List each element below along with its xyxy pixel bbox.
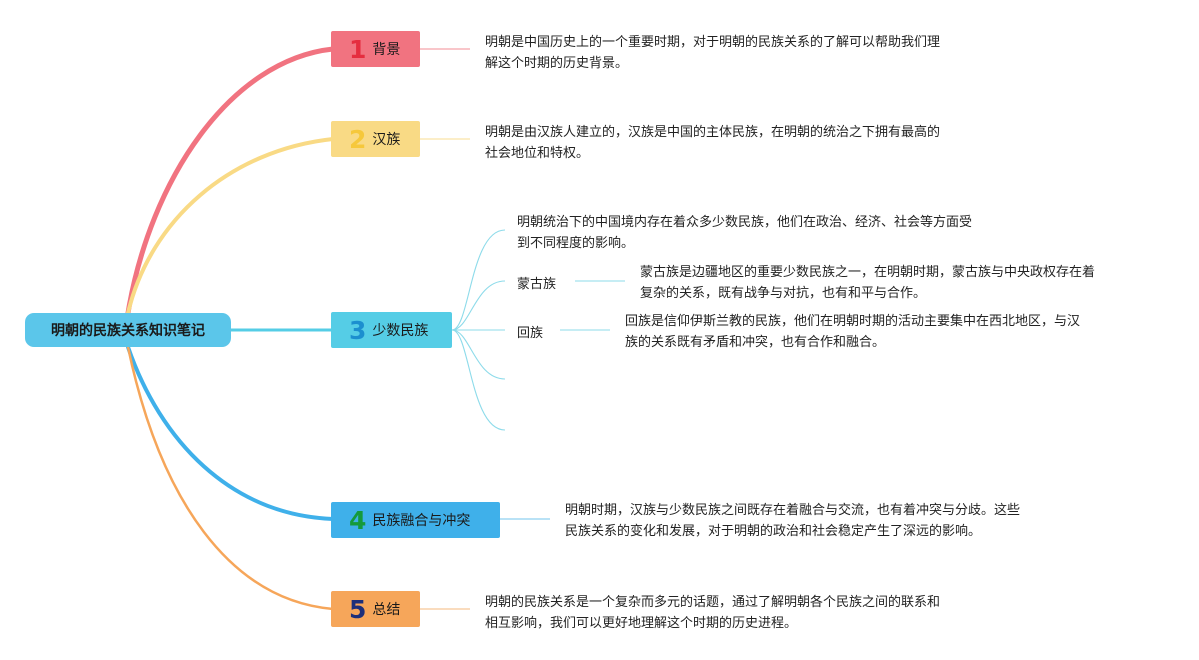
branch-5-line (126, 345, 335, 611)
topic-4-fusion-conflict[interactable]: 4 民族融合与冲突 (331, 502, 500, 538)
subtopic-hui-note: 回族是信仰伊斯兰教的民族，他们在明朝时期的活动主要集中在西北地区，与汉 族的关系… (625, 314, 1081, 350)
topic-2-note: 明朝是由汉族人建立的，汉族是中国的主体民族，在明朝的统治之下拥有最高的 社会地位… (485, 125, 941, 161)
subtopic-mongol-note: 蒙古族是边疆地区的重要少数民族之一，在明朝时期，蒙古族与中央政权存在着 复杂的关… (640, 265, 1096, 301)
root-topic[interactable]: 明朝的民族关系知识笔记 (25, 313, 231, 347)
subtopic-hui-label: 回族 (517, 326, 544, 341)
sub-fan-line-2 (451, 280, 506, 331)
topic-4-note: 明朝时期，汉族与少数民族之间既存在着融合与交流，也有着冲突与分歧。这些 民族关系… (565, 503, 1021, 539)
topic-3-note: 明朝统治下的中国境内存在着众多少数民族，他们在政治、经济、社会等方面受 到不同程… (517, 215, 973, 251)
topic-1-label: 背景 (372, 42, 401, 58)
root-title: 明朝的民族关系知识笔记 (51, 323, 205, 339)
branch-1-line (125, 46, 336, 316)
topic-3-minorities[interactable]: 3 少数民族 (331, 312, 452, 348)
topic-1-note: 明朝是中国历史上的一个重要时期，对于明朝的民族关系的了解可以帮助我们理 解这个时… (485, 35, 941, 71)
branch-2-line (126, 137, 335, 315)
topic-5-number: 5 (349, 594, 367, 624)
topic-2-label: 汉族 (372, 132, 401, 148)
topic-2-han[interactable]: 2 汉族 (331, 121, 420, 157)
topic-4-number: 4 (349, 505, 367, 535)
subtopic-mongol[interactable]: 蒙古族 (517, 273, 556, 292)
subtopic-mongol-label: 蒙古族 (517, 277, 557, 292)
subtopic-hui[interactable]: 回族 (517, 322, 543, 341)
topic-5-note: 明朝的民族关系是一个复杂而多元的话题，通过了解明朝各个民族之间的联系和 相互影响… (485, 595, 941, 631)
branch-4-line (126, 345, 335, 521)
topic-5-label: 总结 (372, 602, 401, 618)
topic-3-number: 3 (349, 315, 367, 345)
sub-fan-line-1 (451, 229, 506, 331)
topic-5-summary[interactable]: 5 总结 (331, 591, 420, 627)
topic-1-number: 1 (349, 34, 367, 64)
topic-3-label: 少数民族 (372, 323, 429, 339)
topic-2-number: 2 (349, 124, 367, 154)
sub-fan-line-4 (451, 329, 506, 380)
topic-4-label: 民族融合与冲突 (372, 513, 471, 529)
topic-1-background[interactable]: 1 背景 (331, 31, 420, 67)
sub-fan-line-5 (451, 329, 506, 431)
